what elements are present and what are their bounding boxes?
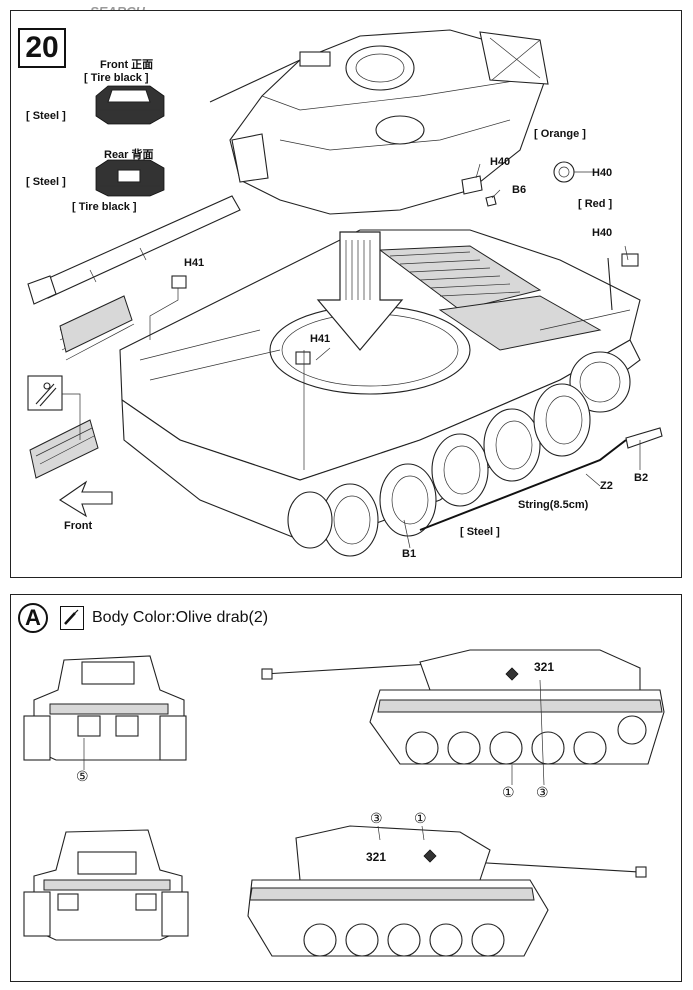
label-string: String(8.5cm) [518, 499, 589, 511]
callout-3-a: ③ [536, 784, 549, 800]
callout-1-a: ① [502, 784, 515, 800]
label-front-arrow: Front [64, 520, 93, 532]
arrow-down-icon [316, 231, 404, 351]
label-tire-black-1: [ Tire black ] [84, 72, 149, 84]
label-b2: B2 [634, 472, 649, 484]
tweezers-icon [27, 375, 63, 411]
number-321-a: 321 [534, 660, 555, 674]
track-link-front [95, 85, 165, 125]
label-z2: Z2 [600, 480, 613, 492]
turret [209, 29, 549, 215]
front-view-tank [23, 655, 187, 770]
label-b1: B1 [402, 548, 417, 560]
body-color-text: Body Color:Olive drab(2) [92, 609, 269, 626]
label-h41-2: H41 [310, 333, 331, 345]
side-view-tank-2 [247, 825, 647, 957]
step-number: 20 [25, 31, 59, 64]
label-rear: Rear 背面 [104, 149, 154, 161]
small-parts [171, 161, 639, 365]
paint-brush-icon [60, 606, 84, 630]
variant-badge: A [18, 603, 48, 633]
label-steel-1: [ Steel ] [26, 110, 66, 122]
label-steel-3: [ Steel ] [460, 526, 500, 538]
number-321-b: 321 [366, 850, 387, 864]
callout-1-b: ① [414, 810, 427, 826]
leader-lines [62, 163, 641, 549]
step-number-box: 20 [18, 28, 66, 68]
label-h40-1: H40 [490, 156, 511, 168]
label-red: [ Red ] [578, 198, 613, 210]
label-b6: B6 [512, 184, 527, 196]
rear-view-tank [23, 829, 189, 941]
road-wheels [287, 383, 591, 557]
front-arrow-icon [58, 480, 113, 518]
label-h41-1: H41 [184, 257, 205, 269]
variant-letter: A [25, 605, 41, 630]
gun-barrel [27, 195, 241, 305]
label-h40-2: H40 [592, 167, 613, 179]
label-tire-black-2: [ Tire black ] [72, 201, 137, 213]
label-front: Front 正面 [100, 59, 154, 71]
track-link-rear [95, 159, 165, 197]
label-h40-3: H40 [592, 227, 613, 239]
hull [119, 229, 641, 541]
callout-5: ⑤ [76, 768, 89, 784]
string [419, 427, 663, 531]
track-links-loose [29, 295, 135, 479]
label-orange: [ Orange ] [534, 128, 586, 140]
callout-3-b: ③ [370, 810, 383, 826]
side-view-tank-1 [261, 649, 665, 786]
label-steel-2: [ Steel ] [26, 176, 66, 188]
